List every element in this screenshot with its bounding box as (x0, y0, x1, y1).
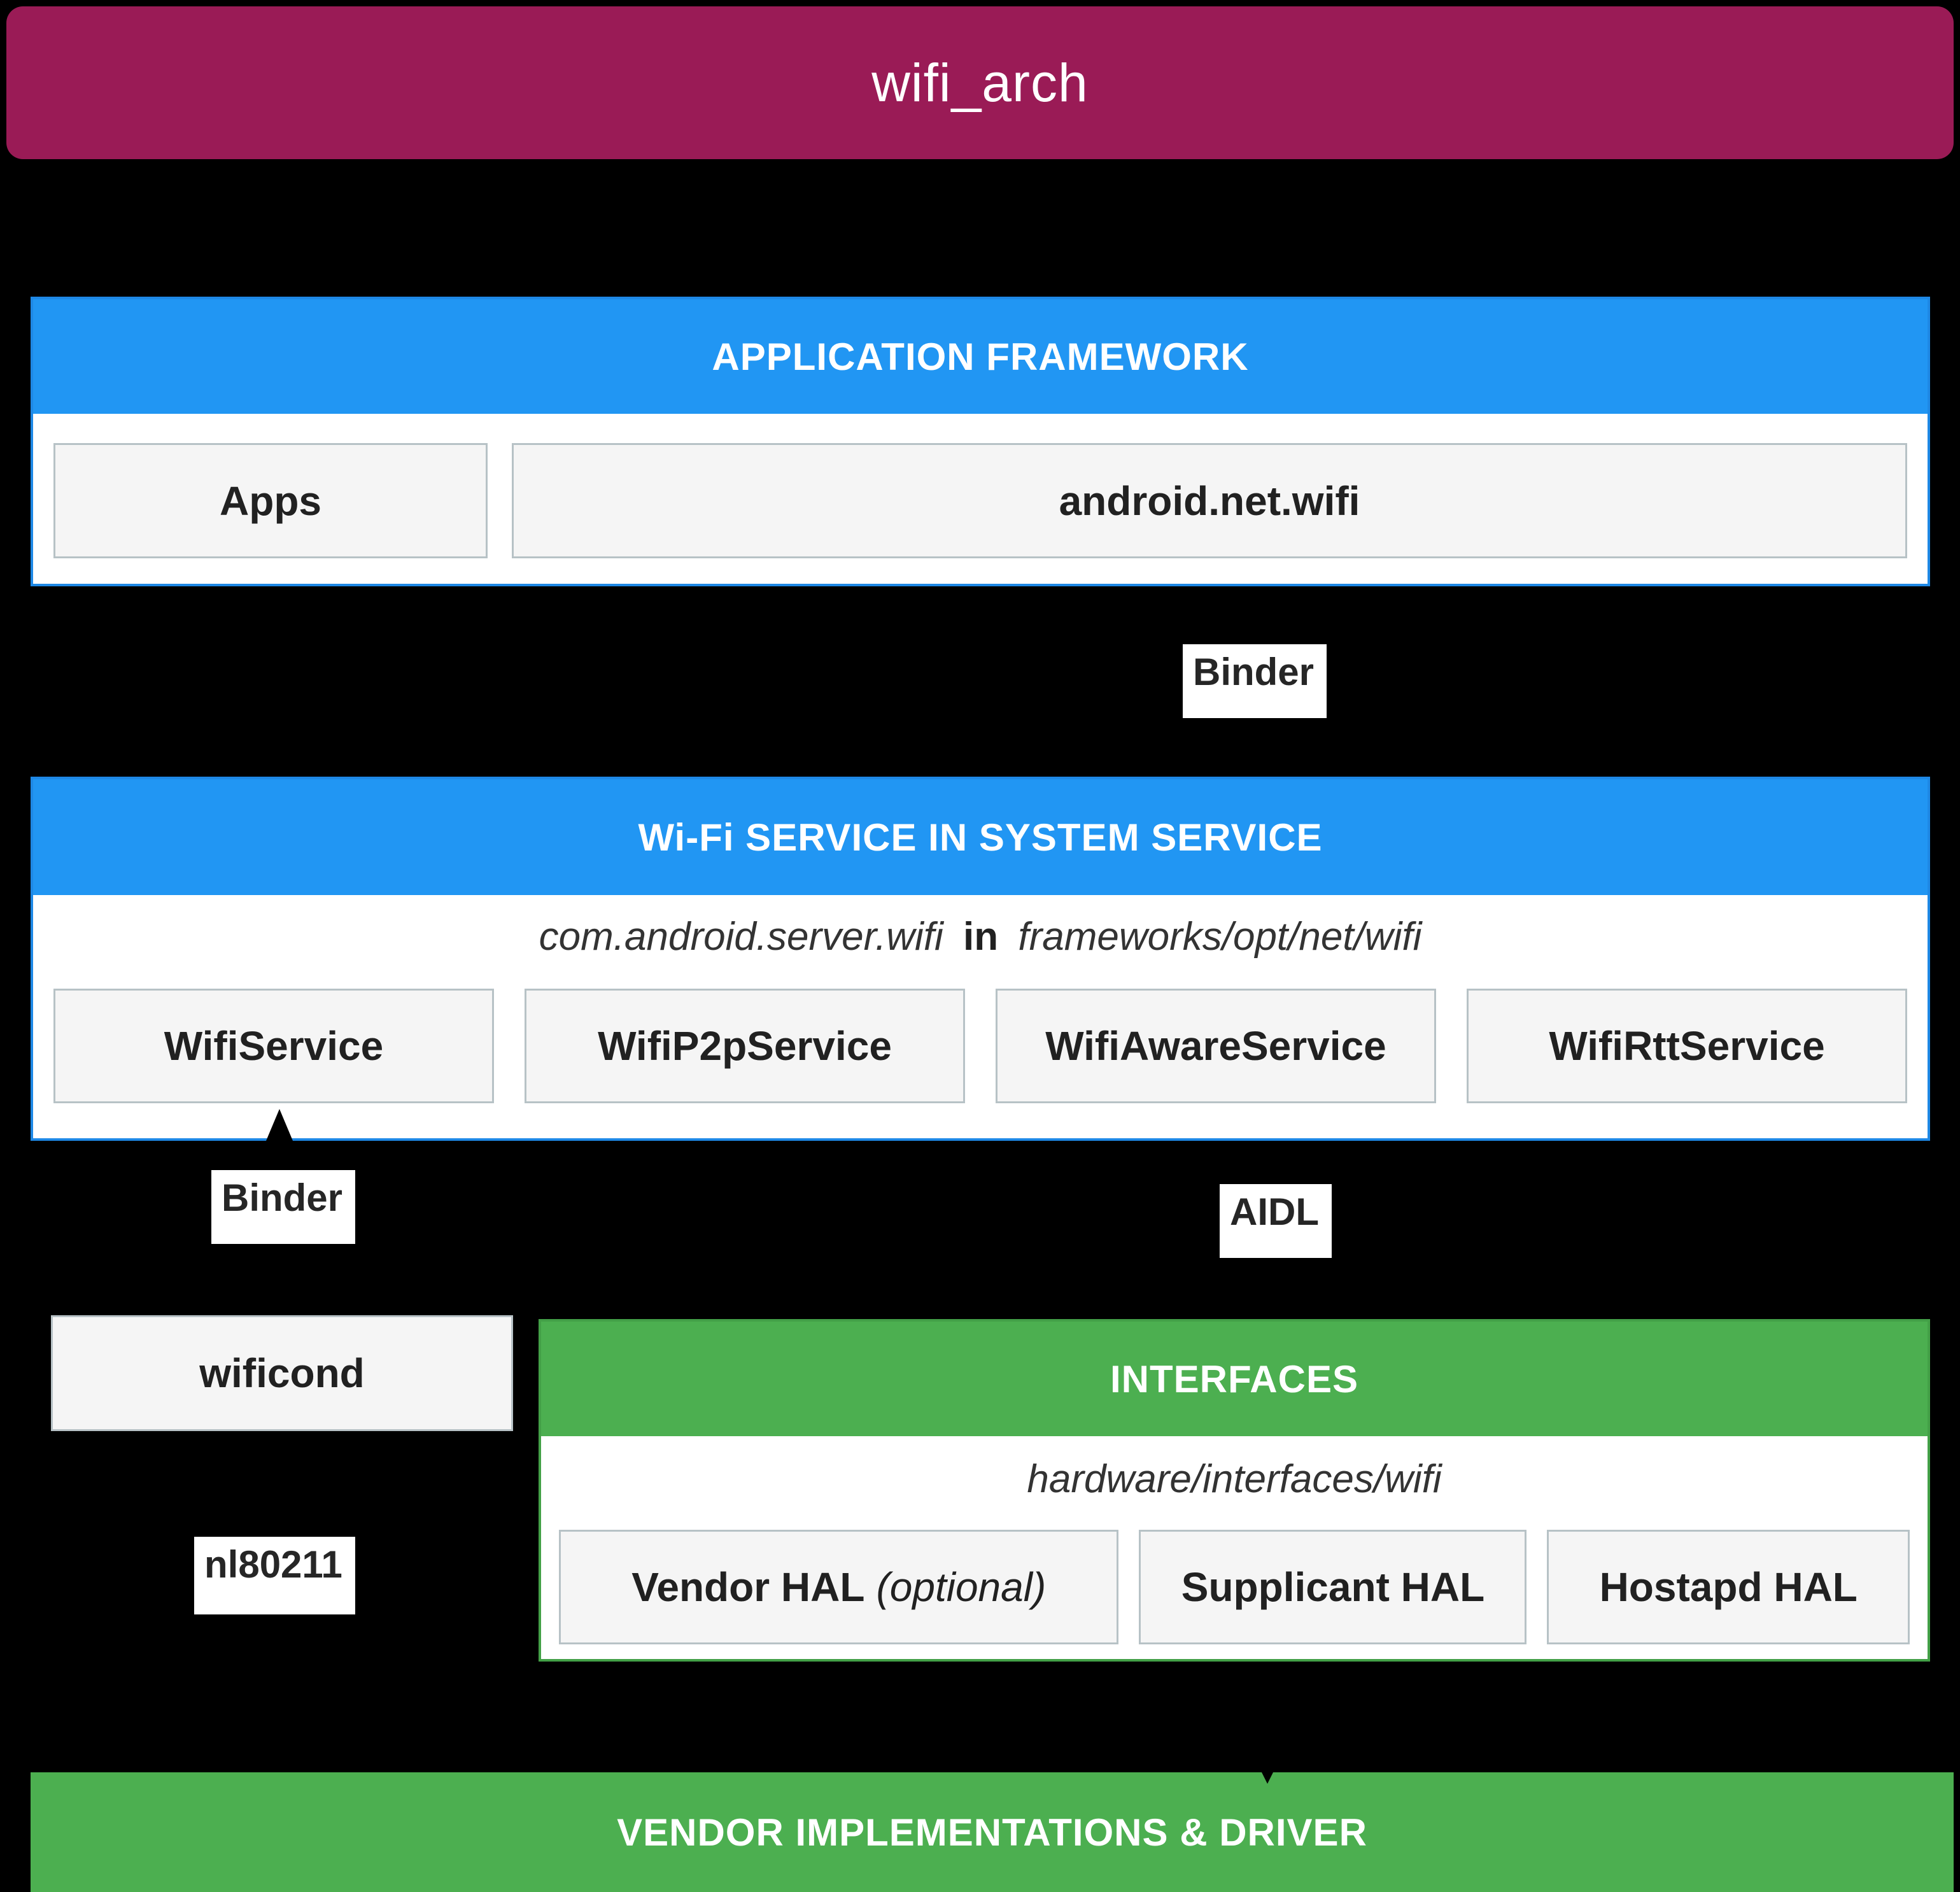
connector-label-nl80211: nl80211 (194, 1537, 355, 1614)
wifi-service-box-row: WifiService WifiP2pService WifiAwareServ… (33, 989, 1928, 1103)
section-application-framework: APPLICATION FRAMEWORK Apps android.net.w… (31, 297, 1930, 586)
vendor-hal-label: Vendor HAL (631, 1564, 865, 1610)
box-supplicant-hal: Supplicant HAL (1139, 1530, 1527, 1644)
package-name: com.android.server.wifi (539, 915, 943, 959)
section-body-interfaces: hardware/interfaces/wifi Vendor HAL (opt… (541, 1457, 1928, 1644)
title-banner: wifi_arch (6, 6, 1954, 159)
section-wifi-service: Wi-Fi SERVICE IN SYSTEM SERVICE com.andr… (31, 777, 1930, 1141)
box-wifirttservice: WifiRttService (1467, 989, 1907, 1103)
interfaces-box-row: Vendor HAL (optional) Supplicant HAL Hos… (541, 1530, 1928, 1644)
section-header-wifi-service: Wi-Fi SERVICE IN SYSTEM SERVICE (33, 779, 1928, 895)
section-vendor-implementations-driver: VENDOR IMPLEMENTATIONS & DRIVER (31, 1772, 1954, 1892)
source-path: frameworks/opt/net/wifi (1018, 915, 1422, 959)
connector-label-binder-left: Binder (211, 1170, 356, 1244)
section-header-application-framework: APPLICATION FRAMEWORK (33, 299, 1928, 414)
arrow-up-to-wifiservice-icon (266, 1109, 293, 1141)
connector-label-binder-top: Binder (1183, 644, 1327, 718)
box-wifiawareservice: WifiAwareService (996, 989, 1436, 1103)
arrow-down-to-vendor-bar-icon (1262, 1772, 1273, 1784)
path-connector-word: in (963, 915, 999, 959)
connector-label-aidl: AIDL (1220, 1184, 1332, 1258)
section-header-interfaces: INTERFACES (541, 1322, 1928, 1436)
box-wificond: wificond (51, 1315, 513, 1431)
box-apps: Apps (53, 443, 488, 558)
box-wifip2pservice: WifiP2pService (525, 989, 965, 1103)
diagram-title: wifi_arch (871, 52, 1089, 113)
box-android-net-wifi: android.net.wifi (512, 443, 1907, 558)
section-interfaces: INTERFACES hardware/interfaces/wifi Vend… (539, 1319, 1930, 1662)
interfaces-source-path: hardware/interfaces/wifi (1027, 1457, 1442, 1501)
vendor-hal-optional-suffix: (optional) (876, 1564, 1047, 1610)
section-body-wifi-service: com.android.server.wifi in frameworks/op… (33, 914, 1928, 1103)
wifi-service-package-path: com.android.server.wifi in frameworks/op… (33, 914, 1928, 959)
box-vendor-hal: Vendor HAL (optional) (559, 1530, 1119, 1644)
application-framework-box-row: Apps android.net.wifi (33, 414, 1928, 558)
box-wifiservice: WifiService (53, 989, 494, 1103)
section-body-application-framework: Apps android.net.wifi (33, 414, 1928, 558)
box-hostapd-hal: Hostapd HAL (1547, 1530, 1910, 1644)
